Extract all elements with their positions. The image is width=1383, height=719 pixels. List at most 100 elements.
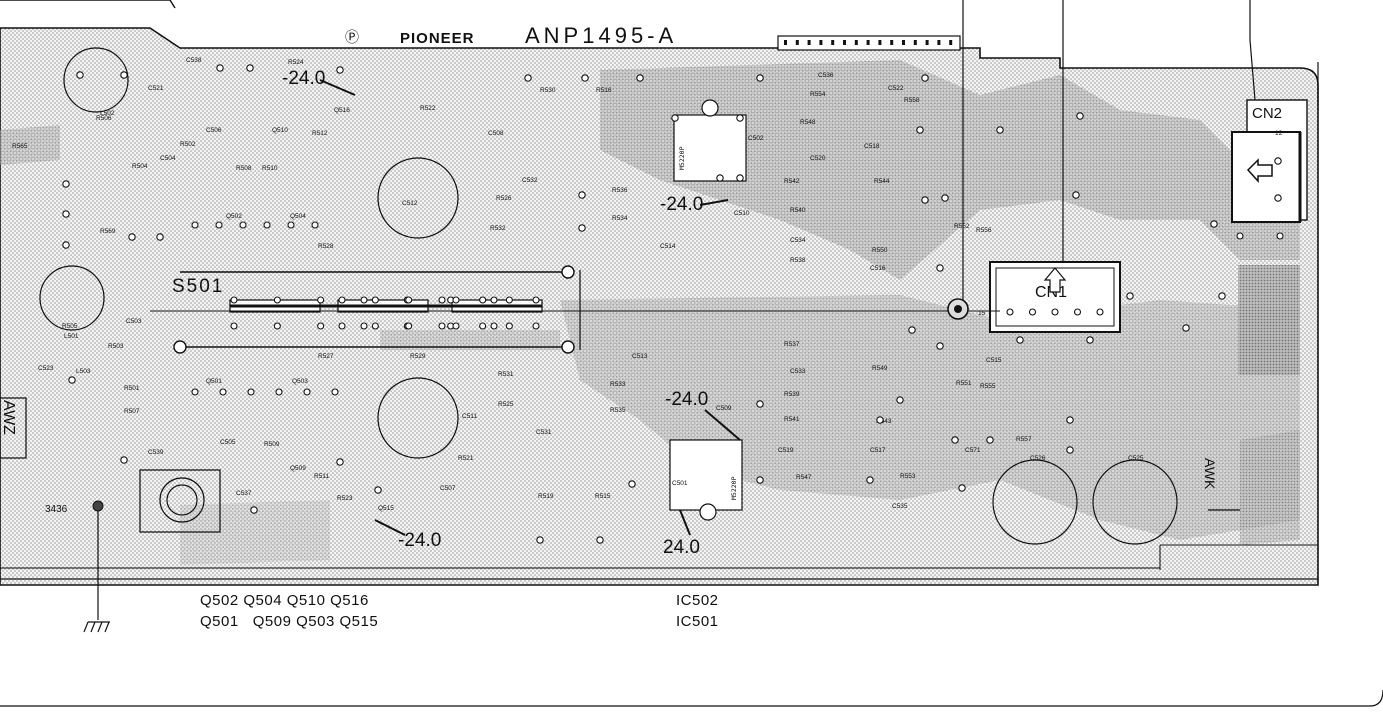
component-designator: C525 bbox=[1128, 455, 1144, 462]
solder-pad bbox=[951, 436, 959, 444]
component-designator: R516 bbox=[596, 87, 612, 94]
component-designator: R556 bbox=[976, 227, 992, 234]
component-designator: R519 bbox=[538, 493, 554, 500]
component-designator: R530 bbox=[540, 87, 556, 94]
component-designator: R532 bbox=[490, 225, 506, 232]
strip-pin bbox=[807, 40, 811, 45]
component-designator: R534 bbox=[612, 215, 628, 222]
component-designator: C518 bbox=[864, 143, 880, 150]
solder-pad bbox=[716, 174, 724, 182]
component-designator: R521 bbox=[458, 455, 474, 462]
solder-pad bbox=[479, 322, 487, 330]
solder-pad bbox=[936, 342, 944, 350]
solder-pad bbox=[756, 476, 764, 484]
ic-legend: IC502 IC501 bbox=[676, 590, 719, 632]
solder-pad bbox=[916, 126, 924, 134]
solder-pad bbox=[1076, 112, 1084, 120]
component-designator: Q510 bbox=[272, 127, 288, 134]
component-designator: C538 bbox=[186, 57, 202, 64]
solder-pad bbox=[936, 264, 944, 272]
component-designator: C526 bbox=[1030, 455, 1046, 462]
ic-type-upper: M5220P bbox=[678, 146, 686, 170]
component-designator: R553 bbox=[900, 473, 916, 480]
solder-pad bbox=[1073, 308, 1082, 316]
solder-pad bbox=[1274, 157, 1282, 165]
awz-label: AWZ bbox=[0, 400, 17, 435]
solder-pad bbox=[230, 296, 238, 304]
solder-pad bbox=[360, 322, 368, 330]
solder-pad bbox=[1218, 292, 1226, 300]
component-designator: R523 bbox=[337, 495, 353, 502]
component-designator: C533 bbox=[790, 368, 806, 375]
ground-ref-label: 3436 bbox=[45, 504, 68, 515]
component-designator: R558 bbox=[904, 97, 920, 104]
solder-pad bbox=[120, 71, 128, 79]
slide-switch-s501: S501 bbox=[150, 265, 1000, 354]
solder-pad bbox=[438, 322, 446, 330]
component-designator: C502 bbox=[748, 135, 764, 142]
component-designator: R539 bbox=[784, 391, 800, 398]
solder-pad bbox=[1236, 232, 1244, 240]
solder-pad bbox=[1028, 308, 1037, 316]
strip-pin bbox=[902, 40, 905, 45]
strip-pin bbox=[913, 40, 917, 45]
component-designator: C508 bbox=[488, 130, 504, 137]
awk-label: AWK bbox=[1202, 458, 1218, 490]
component-designator: Q504 bbox=[290, 213, 306, 220]
cn2-pin-number: 12 bbox=[1275, 130, 1283, 137]
component-designator: R552 bbox=[954, 223, 970, 230]
solder-pad bbox=[250, 506, 258, 514]
component-designator: R544 bbox=[874, 178, 890, 185]
solder-pad bbox=[958, 484, 966, 492]
component-designator: C536 bbox=[818, 72, 834, 79]
component-designator: R509 bbox=[264, 441, 280, 448]
strip-pin bbox=[949, 40, 953, 45]
voltage-callouts: -24.0 -24.0 -24.0 -24.0 24.0 bbox=[282, 68, 741, 558]
solder-pad bbox=[219, 388, 227, 396]
side-labels: AWK AWZ 3436 bbox=[0, 397, 1240, 633]
component-designator: R512 bbox=[312, 130, 328, 137]
component-designator: R524 bbox=[288, 59, 304, 66]
mounting-hole-center bbox=[954, 305, 962, 313]
component-designator: C517 bbox=[870, 447, 886, 454]
component-designator: R504 bbox=[132, 163, 148, 170]
voltage-label: 24.0 bbox=[663, 537, 700, 558]
cn1-pin-number: 15 bbox=[978, 310, 986, 317]
solder-pad bbox=[76, 71, 84, 79]
part-number: ANP1495-A bbox=[525, 23, 677, 48]
component-designator: R533 bbox=[610, 381, 626, 388]
component-designator: R557 bbox=[1016, 436, 1032, 443]
solder-pad bbox=[247, 388, 255, 396]
ic-row-1: IC502 bbox=[676, 592, 719, 609]
component-designator: R502 bbox=[180, 141, 196, 148]
component-designator: R528 bbox=[318, 243, 334, 250]
component-designator: L503 bbox=[76, 368, 91, 375]
solder-pad bbox=[452, 322, 460, 330]
component-designator: C506 bbox=[206, 127, 222, 134]
component-designator: C519 bbox=[778, 447, 794, 454]
component-designator: R525 bbox=[498, 401, 514, 408]
ground-symbol-icon bbox=[83, 621, 110, 633]
component-designator: R508 bbox=[236, 165, 252, 172]
component-designator: R542 bbox=[784, 178, 800, 185]
strip-pin bbox=[866, 40, 870, 45]
cn2-arrow-icon bbox=[1246, 158, 1273, 183]
solder-pad bbox=[338, 296, 346, 304]
component-designator: C539 bbox=[148, 449, 164, 456]
external-wires bbox=[962, 0, 1256, 300]
component-designator: C504 bbox=[160, 155, 176, 162]
component-designator: C537 bbox=[236, 490, 252, 497]
transistor-row-1: Q502 Q504 Q510 Q516 bbox=[200, 592, 369, 609]
strip-pin bbox=[925, 40, 929, 45]
component-designator: C535 bbox=[892, 503, 908, 510]
component-designator: C509 bbox=[716, 405, 732, 412]
component-designator: R538 bbox=[790, 257, 806, 264]
solder-pad bbox=[866, 476, 874, 484]
solder-pad bbox=[1274, 194, 1282, 202]
solder-pad bbox=[273, 296, 281, 304]
component-designator: R569 bbox=[100, 228, 116, 235]
transistor-row-2: Q501 Q509 Q503 Q515 bbox=[200, 613, 379, 630]
component-designator: R535 bbox=[610, 407, 626, 414]
strip-pin bbox=[795, 40, 799, 45]
component-designator: C516 bbox=[870, 265, 886, 272]
